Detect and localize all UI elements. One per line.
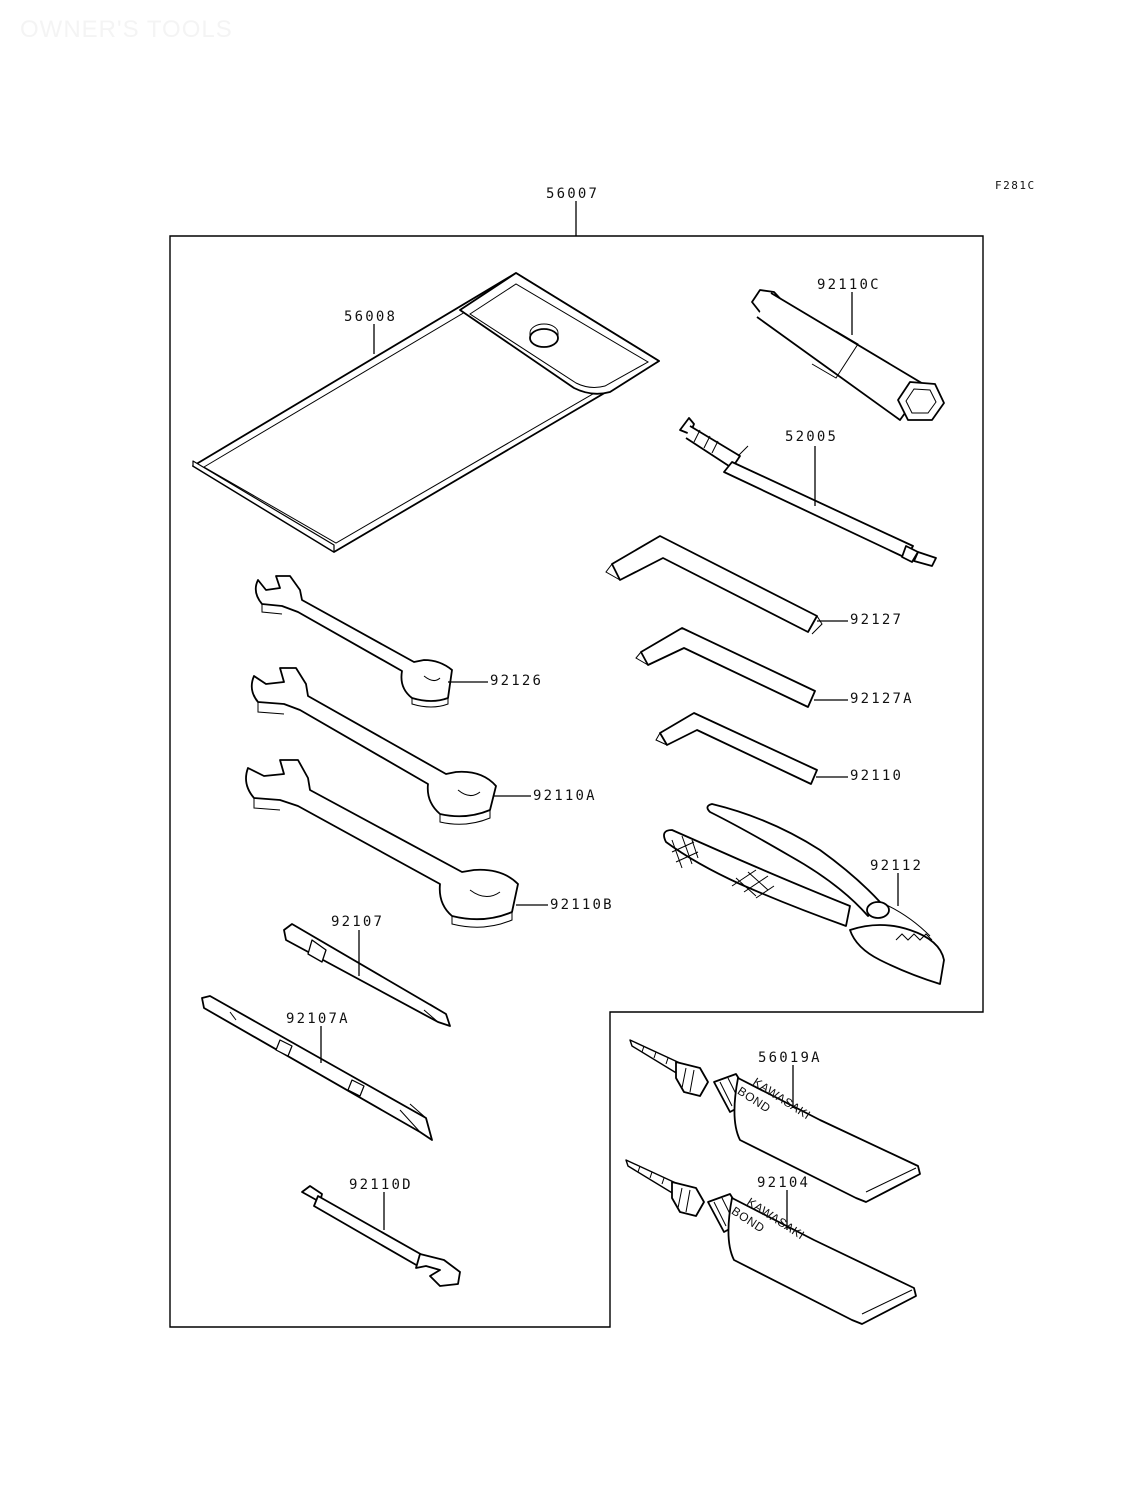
plug-wrench-drawing[interactable]	[751, 289, 945, 421]
screwdriver-grip-drawing[interactable]	[201, 995, 433, 1141]
part-label-92110C[interactable]: 92110C	[817, 277, 881, 293]
part-label-92110[interactable]: 92110	[850, 768, 903, 784]
page-title: OWNER'S TOOLS	[20, 16, 233, 43]
part-label-52005[interactable]: 52005	[785, 429, 838, 445]
part-label-56019A[interactable]: 56019A	[758, 1050, 822, 1066]
part-label-92110A[interactable]: 92110A	[533, 788, 597, 804]
part-label-92126[interactable]: 92126	[490, 673, 543, 689]
part-label-92107[interactable]: 92107	[331, 914, 384, 930]
part-label-92127[interactable]: 92127	[850, 612, 903, 628]
screwdriver-drawing[interactable]	[283, 923, 451, 1027]
wrench-small-drawing[interactable]	[254, 575, 453, 708]
tool-kit-outline	[169, 235, 984, 1328]
part-label-56008[interactable]: 56008	[344, 309, 397, 325]
part-label-56007[interactable]: 56007	[546, 186, 599, 202]
handle-bar-drawing[interactable]	[679, 417, 937, 567]
wrench-medium-drawing[interactable]	[250, 667, 497, 825]
part-label-92104[interactable]: 92104	[757, 1175, 810, 1191]
pliers-drawing[interactable]	[663, 803, 945, 985]
part-label-92107A[interactable]: 92107A	[286, 1011, 350, 1027]
tool-bag-drawing[interactable]	[192, 272, 660, 553]
part-label-92112[interactable]: 92112	[870, 858, 923, 874]
bond-tube-lower-drawing[interactable]: KAWASAKI BOND	[625, 1159, 917, 1325]
part-label-92110B[interactable]: 92110B	[550, 897, 614, 913]
part-label-92110D[interactable]: 92110D	[349, 1177, 413, 1193]
figure-code: F281C	[995, 179, 1036, 192]
part-label-92127A[interactable]: 92127A	[850, 691, 914, 707]
hex-wrench-medium-drawing[interactable]	[635, 627, 816, 708]
spoke-wrench-drawing[interactable]	[301, 1185, 461, 1287]
hex-wrench-small-drawing[interactable]	[655, 712, 818, 785]
wrench-large-drawing[interactable]	[245, 759, 519, 928]
hex-wrench-large-drawing[interactable]	[605, 535, 823, 635]
